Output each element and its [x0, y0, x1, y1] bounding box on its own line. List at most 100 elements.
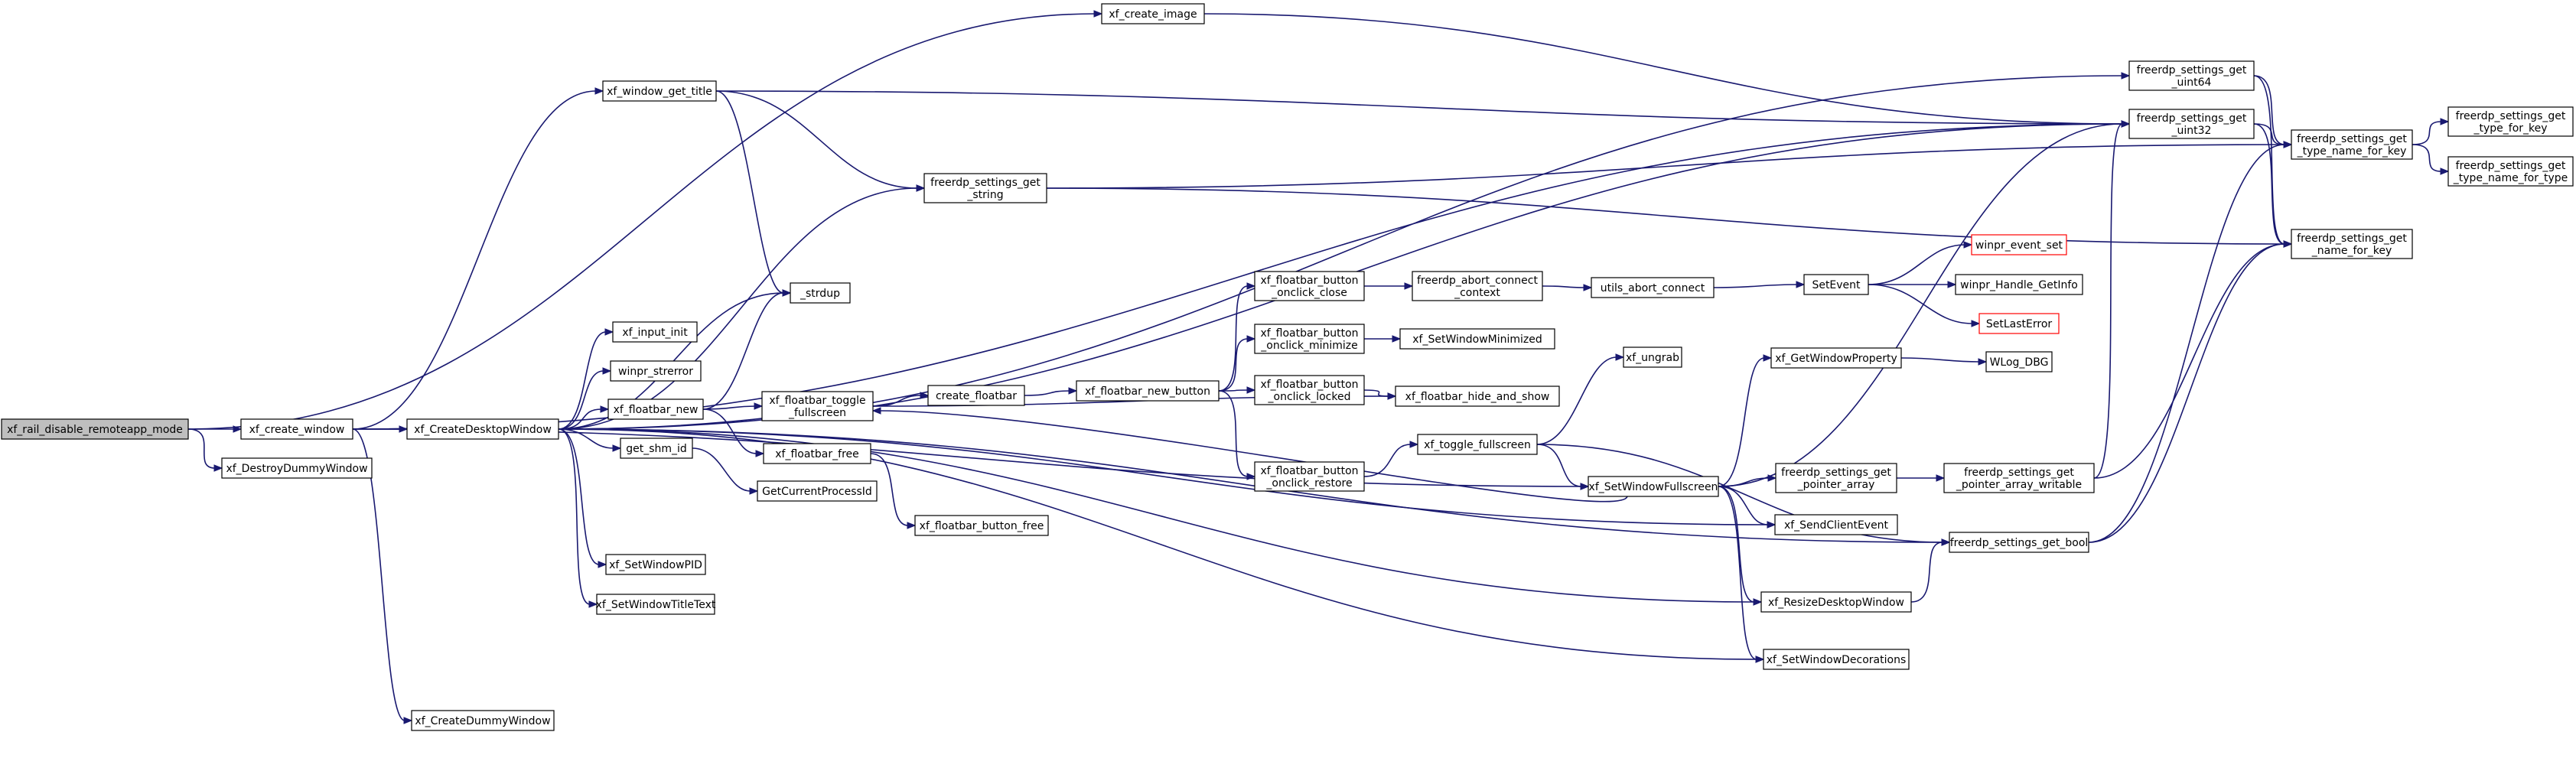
node-box — [1254, 271, 1365, 301]
node-create-floatbar[interactable]: create_floatbar — [927, 385, 1025, 406]
edge-btn-onclick-locked-to-xf-floatbar-hide-and-show — [1363, 389, 1397, 400]
node-box — [610, 360, 702, 382]
node-winpr-handle-getinfo[interactable]: winpr_Handle_GetInfo — [1955, 274, 2083, 295]
node-xf-setwindowpid[interactable]: xf_SetWindowPID — [605, 554, 706, 575]
node-label: SetLastError — [1986, 318, 2053, 330]
edge-xf-toggle-fullscreen-to-xf-setwindowfullscreen — [1536, 444, 1590, 490]
edge-root-to-xf-create-window — [188, 425, 243, 433]
node-freerdp-abort-connect-context[interactable]: freerdp_abort_connect_context — [1412, 271, 1543, 301]
edge-xf-window-get-title-to-fs-get-string — [715, 90, 926, 192]
node-xf-destroydummywindow[interactable]: xf_DestroyDummyWindow — [221, 457, 373, 479]
node-xf-floatbar-new[interactable]: xf_floatbar_new — [607, 399, 704, 420]
edge-xf-createdesktopwindow-to-xf-setwindowpid — [558, 428, 607, 568]
node-xf-resizedesktopwindow[interactable]: xf_ResizeDesktopWindow — [1760, 591, 1912, 613]
edge-xf-floatbar-new-button-to-btn-onclick-locked — [1218, 386, 1256, 394]
node-box — [1943, 463, 2095, 493]
edge-xf-create-image-to-fs-get-uint32 — [1203, 13, 2131, 128]
edge-xf-floatbar-free-to-xf-floatbar-button-free — [870, 453, 917, 529]
node-setlasterror[interactable]: SetLastError — [1978, 313, 2060, 334]
node-xf-setwindowdecorations[interactable]: xf_SetWindowDecorations — [1763, 649, 1910, 670]
node-xf-setwindowminimized[interactable]: xf_SetWindowMinimized — [1399, 328, 1555, 350]
node-strdup[interactable]: _strdup — [790, 282, 851, 304]
node-label: xf_create_image — [1109, 8, 1197, 21]
node-box — [1949, 532, 2089, 553]
node-winpr-strerror[interactable]: winpr_strerror — [610, 360, 702, 382]
edge-btn-onclick-minimize-to-xf-setwindowminimized — [1364, 335, 1402, 343]
node-winpr-event-set[interactable]: winpr_event_set — [1971, 234, 2067, 255]
node-setevent[interactable]: SetEvent — [1803, 274, 1869, 295]
node-freerdp-settings-get-pointer-array-writable[interactable]: freerdp_settings_get_pointer_array_writa… — [1943, 463, 2095, 493]
edge-fs-type-name-for-key-to-fs-type-for-key — [2412, 118, 2450, 145]
node-getcurrentprocessid[interactable]: GetCurrentProcessId — [757, 480, 878, 502]
node-label: xf_input_init — [622, 327, 688, 339]
node-label: xf_SetWindowMinimized — [1412, 333, 1542, 346]
node-xf-createdesktopwindow[interactable]: xf_CreateDesktopWindow — [406, 418, 559, 440]
node-xf-floatbar-button-onclick-locked[interactable]: xf_floatbar_button_onclick_locked — [1254, 375, 1365, 405]
node-freerdp-settings-get-bool[interactable]: freerdp_settings_get_bool — [1949, 532, 2089, 553]
node-xf-create-image[interactable]: xf_create_image — [1101, 3, 1205, 24]
node-label: xf_floatbar_button — [1260, 379, 1358, 391]
node-freerdp-settings-get-uint32[interactable]: freerdp_settings_get_uint32 — [2128, 109, 2255, 139]
node-xf-getwindowproperty[interactable]: xf_GetWindowProperty — [1770, 347, 1902, 369]
node-xf-floatbar-button-onclick-close[interactable]: xf_floatbar_button_onclick_close — [1254, 271, 1365, 301]
node-get-shm-id[interactable]: get_shm_id — [620, 438, 693, 459]
node-freerdp-settings-get-uint64[interactable]: freerdp_settings_get_uint64 — [2128, 60, 2255, 91]
node-box — [1763, 649, 1910, 670]
edge-xf-window-get-title-to-fs-get-uint32 — [715, 90, 2131, 128]
node-label: winpr_strerror — [618, 366, 693, 378]
node-box — [1254, 461, 1365, 492]
node-freerdp-settings-get-type-name-for-type[interactable]: freerdp_settings_get_type_name_for_type — [2447, 156, 2574, 187]
node-freerdp-settings-get-type-name-for-key[interactable]: freerdp_settings_get_type_name_for_key — [2291, 129, 2413, 160]
node-freerdp-settings-get-name-for-key[interactable]: freerdp_settings_get_name_for_key — [2291, 229, 2413, 259]
node-xf-ungrab[interactable]: xf_ungrab — [1623, 346, 1682, 368]
node-box — [2447, 106, 2574, 137]
node-freerdp-settings-get-string[interactable]: freerdp_settings_get_string — [923, 173, 1047, 203]
node-label: freerdp_settings_get_bool — [1950, 537, 2089, 549]
node-box — [1588, 476, 1719, 497]
node-label: xf_SetWindowPID — [609, 559, 702, 571]
node-freerdp-settings-get-pointer-array[interactable]: freerdp_settings_get_pointer_array — [1775, 463, 1897, 493]
node-xf-floatbar-button-onclick-restore[interactable]: xf_floatbar_button_onclick_restore — [1254, 461, 1365, 492]
node-xf-toggle-fullscreen[interactable]: xf_toggle_fullscreen — [1417, 434, 1538, 455]
node-xf-floatbar-new-button[interactable]: xf_floatbar_new_button — [1076, 380, 1220, 402]
node-xf-setwindowtitletext[interactable]: xf_SetWindowTitleText — [596, 594, 716, 615]
node-box — [1417, 434, 1538, 455]
edge-xf-createdesktopwindow-to-xf-input-init — [558, 328, 614, 430]
node-utils-abort-connect[interactable]: utils_abort_connect — [1591, 277, 1715, 298]
node-label: freerdp_settings_get — [1964, 467, 2074, 479]
edge-fs-get-pointer-array-writable-to-fs-name-for-key — [2093, 240, 2293, 479]
node-xf-sendclientevent[interactable]: xf_SendClientEvent — [1774, 514, 1898, 535]
node-xf-floatbar-toggle-fullscreen[interactable]: xf_floatbar_toggle_fullscreen — [761, 391, 874, 421]
edge-fs-get-pointer-array-writable-to-fs-get-uint32 — [2093, 120, 2131, 479]
node-label: _type_name_for_type — [2453, 172, 2568, 184]
node-label: xf_SendClientEvent — [1784, 519, 1889, 532]
node-xf-floatbar-button-free[interactable]: xf_floatbar_button_free — [914, 515, 1049, 536]
node-box — [2291, 229, 2413, 259]
node-box — [1412, 271, 1543, 301]
edge-fs-get-string-to-fs-type-name-for-key — [1046, 141, 2293, 189]
node-label: xf_create_window — [249, 424, 345, 436]
node-freerdp-settings-get-type-for-key[interactable]: freerdp_settings_get_type_for_key — [2447, 106, 2574, 137]
node-label: xf_floatbar_new — [614, 404, 699, 416]
edge-xf-createdesktopwindow-to-xf-setwindowdecorations — [558, 428, 1765, 663]
node-label: _onclick_restore — [1265, 477, 1352, 490]
node-label: xf_SetWindowFullscreen — [1589, 481, 1718, 493]
node-xf-floatbar-hide-and-show[interactable]: xf_floatbar_hide_and_show — [1395, 385, 1560, 407]
node-xf-input-init[interactable]: xf_input_init — [612, 321, 698, 343]
edge-btn-onclick-restore-to-xf-toggle-fullscreen — [1363, 441, 1419, 477]
node-wlog-dbg[interactable]: WLog_DBG — [1985, 351, 2053, 372]
node-xf-window-get-title[interactable]: xf_window_get_title — [602, 80, 717, 102]
node-box — [406, 418, 559, 440]
node-label: freerdp_settings_get — [2456, 110, 2566, 122]
node-xf-setwindowfullscreen[interactable]: xf_SetWindowFullscreen — [1588, 476, 1719, 497]
node-label: xf_toggle_fullscreen — [1424, 439, 1531, 451]
node-xf-createdummywindow[interactable]: xf_CreateDummyWindow — [411, 710, 555, 731]
node-box — [620, 438, 693, 459]
node-label: _onclick_close — [1271, 287, 1347, 299]
node-xf-create-window[interactable]: xf_create_window — [240, 418, 353, 440]
node-label: freerdp_settings_get — [2137, 112, 2247, 125]
node-label: xf_floatbar_new_button — [1085, 385, 1210, 398]
node-xf-floatbar-free[interactable]: xf_floatbar_free — [763, 443, 871, 464]
node-label: create_floatbar — [936, 390, 1017, 402]
node-xf-floatbar-button-onclick-minimize[interactable]: xf_floatbar_button_onclick_minimize — [1254, 324, 1365, 354]
